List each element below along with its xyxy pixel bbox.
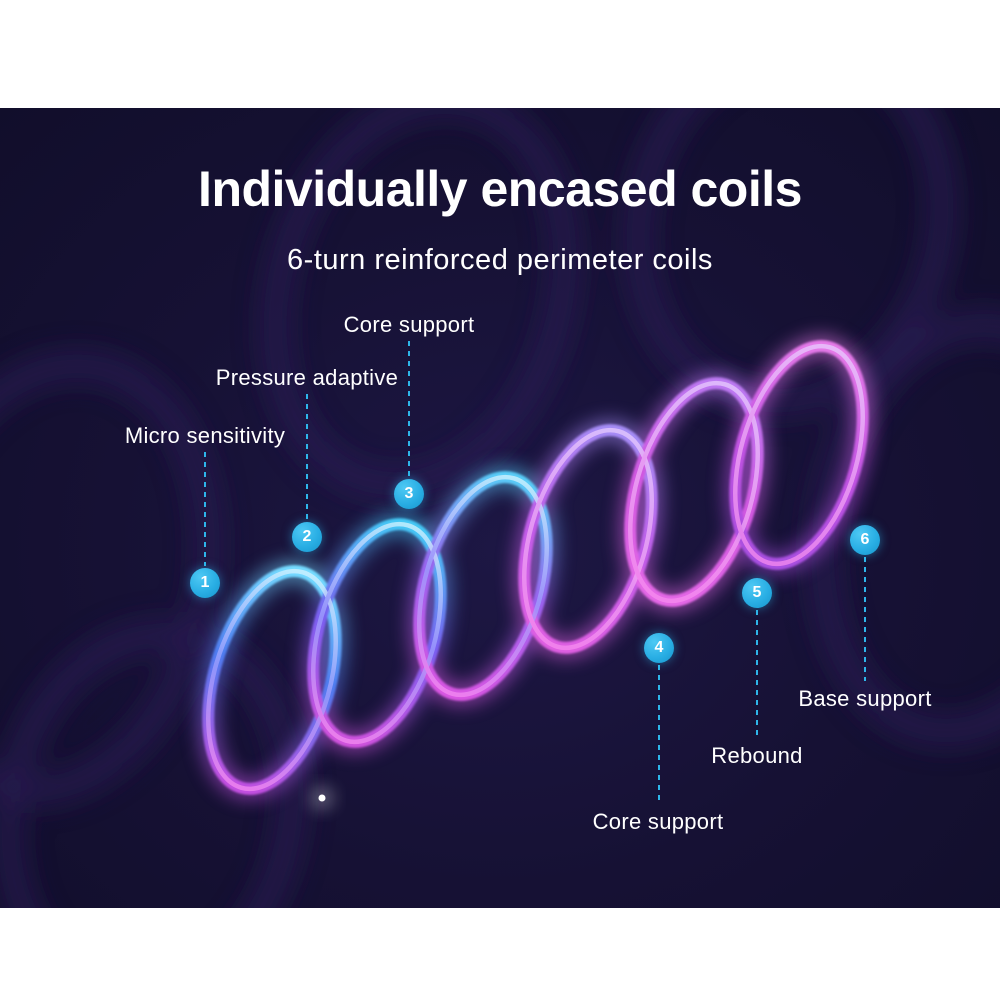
- page-title: Individually encased coils: [198, 161, 802, 217]
- callout-dashed-line: [204, 452, 206, 566]
- callout-dashed-line: [408, 341, 410, 477]
- callout-marker-1: 1: [190, 568, 220, 598]
- callout-dashed-line: [864, 557, 866, 681]
- callout-number: 1: [200, 574, 210, 591]
- callout-number: 5: [752, 584, 762, 601]
- callout-label: Core support: [592, 809, 724, 834]
- callout-label: Pressure adaptive: [215, 365, 399, 390]
- callout-marker-5: 5: [742, 578, 772, 608]
- callout-marker-3: 3: [394, 479, 424, 509]
- callout-label: Rebound: [711, 743, 803, 768]
- callout-number: 2: [302, 528, 312, 545]
- callout-dashed-line: [306, 394, 308, 520]
- callout-label: Core support: [343, 312, 475, 337]
- callout-dashed-line: [756, 610, 758, 738]
- callout-marker-2: 2: [292, 522, 322, 552]
- coil-highlight-layer: [206, 343, 865, 792]
- callout-number: 6: [860, 531, 870, 548]
- coil-spring-illustration: [0, 108, 1000, 908]
- sparkle-highlight: [312, 788, 332, 808]
- callout-number: 3: [404, 485, 414, 502]
- coil-infographic-panel: Individually encased coils 6-turn reinfo…: [0, 108, 1000, 908]
- page-subtitle: 6-turn reinforced perimeter coils: [287, 244, 713, 276]
- callout-label: Micro sensitivity: [124, 423, 286, 448]
- callout-number: 4: [654, 639, 664, 656]
- callout-dashed-line: [658, 665, 660, 805]
- callout-label: Base support: [798, 686, 932, 711]
- callout-marker-4: 4: [644, 633, 674, 663]
- callout-marker-6: 6: [850, 525, 880, 555]
- background-coil-shadows: [0, 108, 1000, 908]
